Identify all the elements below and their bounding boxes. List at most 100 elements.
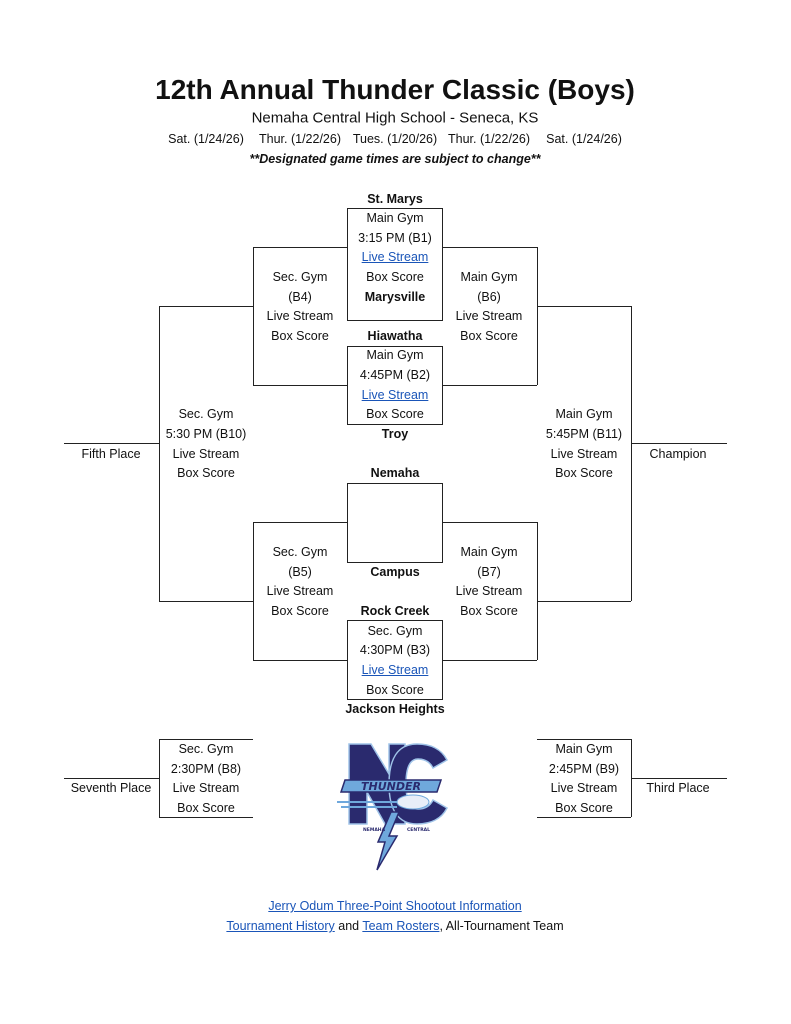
- b7-gym: Main Gym: [460, 545, 518, 559]
- b1-box-score: Box Score: [366, 270, 424, 284]
- bracket-line: [537, 601, 631, 602]
- game-box-nemaha: [347, 483, 443, 563]
- bracket-line: [537, 522, 538, 660]
- bracket-line: [159, 817, 253, 818]
- b4-live-stream: Live Stream: [266, 309, 334, 323]
- bracket-line: [631, 778, 727, 779]
- date-round-4-right: Sat. (1/24/26): [546, 132, 622, 146]
- team-jackson-heights: Jackson Heights: [345, 702, 445, 716]
- b1-time: 3:15 PM (B1): [358, 231, 432, 245]
- b4-time: (B4): [288, 290, 312, 304]
- bracket-line: [253, 385, 347, 386]
- b2-gym: Main Gym: [366, 348, 424, 362]
- team-rock-creek: Rock Creek: [360, 604, 430, 618]
- fifth-place-label: Fifth Place: [81, 447, 141, 461]
- game-box-b1: [347, 208, 443, 321]
- b7-time: (B7): [477, 565, 501, 579]
- bracket-line: [442, 385, 537, 386]
- bracket-line: [631, 443, 727, 444]
- b11-box-score: Box Score: [555, 466, 613, 480]
- date-round-2-left: Thur. (1/22/26): [259, 132, 341, 146]
- bracket-line: [253, 660, 347, 661]
- seventh-place-label: Seventh Place: [70, 781, 152, 795]
- b8-time: 2:30PM (B8): [170, 762, 242, 776]
- team-marysville: Marysville: [364, 290, 426, 304]
- and-text: and: [338, 919, 360, 933]
- b6-box-score: Box Score: [460, 329, 518, 343]
- svg-text:CENTRAL: CENTRAL: [407, 827, 430, 833]
- b5-gym: Sec. Gym: [272, 545, 328, 559]
- bracket-line: [253, 247, 254, 385]
- date-round-2-right: Thur. (1/22/26): [448, 132, 530, 146]
- b6-gym: Main Gym: [460, 270, 518, 284]
- b10-gym: Sec. Gym: [178, 407, 234, 421]
- b3-gym: Sec. Gym: [367, 624, 423, 638]
- bracket-line: [159, 306, 160, 601]
- team-campus: Campus: [370, 565, 420, 579]
- b8-box-score: Box Score: [177, 801, 235, 815]
- b9-box-score: Box Score: [555, 801, 613, 815]
- date-round-4-left: Sat. (1/24/26): [168, 132, 244, 146]
- b6-time: (B6): [477, 290, 501, 304]
- b11-gym: Main Gym: [555, 407, 613, 421]
- b3-box-score: Box Score: [366, 683, 424, 697]
- third-place-label: Third Place: [646, 781, 710, 795]
- bracket-line: [64, 443, 159, 444]
- b6-live-stream: Live Stream: [455, 309, 523, 323]
- bracket-line: [253, 522, 254, 660]
- b3-time: 4:30PM (B3): [359, 643, 431, 657]
- b10-live-stream: Live Stream: [172, 447, 240, 461]
- b7-live-stream: Live Stream: [455, 584, 523, 598]
- bracket-line: [253, 522, 347, 523]
- b7-box-score: Box Score: [460, 604, 518, 618]
- footer-links-line: Tournament History and Team Rosters, All…: [226, 919, 563, 933]
- bracket-line: [159, 739, 160, 817]
- bracket-line: [442, 247, 537, 248]
- bracket-line: [64, 778, 159, 779]
- b3-live-stream-link[interactable]: Live Stream: [361, 663, 429, 677]
- bracket-line: [159, 739, 253, 740]
- b4-gym: Sec. Gym: [272, 270, 328, 284]
- all-tournament-team-text: , All-Tournament Team: [439, 919, 564, 933]
- b2-time: 4:45PM (B2): [359, 368, 431, 382]
- b1-live-stream-link[interactable]: Live Stream: [361, 250, 429, 264]
- bracket-line: [537, 247, 538, 385]
- b2-box-score: Box Score: [366, 407, 424, 421]
- date-round-1: Tues. (1/20/26): [352, 132, 438, 146]
- b5-live-stream: Live Stream: [266, 584, 334, 598]
- nemaha-central-thunder-logo: THUNDER NEMAHA CENTRAL: [337, 743, 448, 871]
- svg-text:NEMAHA: NEMAHA: [363, 827, 386, 833]
- b5-time: (B5): [288, 565, 312, 579]
- b10-box-score: Box Score: [177, 466, 235, 480]
- tournament-history-link[interactable]: Tournament History: [226, 919, 335, 933]
- bracket-line: [537, 739, 631, 740]
- bracket-line: [631, 306, 632, 601]
- page-title: 12th Annual Thunder Classic (Boys): [155, 74, 635, 105]
- bracket-line: [537, 306, 631, 307]
- b11-live-stream: Live Stream: [550, 447, 618, 461]
- bracket-line: [159, 306, 253, 307]
- team-troy: Troy: [381, 427, 409, 441]
- bracket-line: [442, 522, 537, 523]
- b10-time: 5:30 PM (B10): [165, 427, 247, 441]
- subtitle: Nemaha Central High School - Seneca, KS: [251, 109, 539, 127]
- team-nemaha: Nemaha: [370, 466, 420, 480]
- bracket-line: [159, 601, 253, 602]
- bracket-line: [253, 247, 347, 248]
- b9-gym: Main Gym: [555, 742, 613, 756]
- team-rosters-link[interactable]: Team Rosters: [362, 919, 440, 933]
- b8-gym: Sec. Gym: [178, 742, 234, 756]
- b1-gym: Main Gym: [366, 211, 424, 225]
- shootout-info-link[interactable]: Jerry Odum Three-Point Shootout Informat…: [268, 899, 522, 913]
- b11-time: 5:45PM (B11): [545, 427, 623, 441]
- team-st-marys: St. Marys: [367, 192, 423, 206]
- time-change-note: **Designated game times are subject to c…: [249, 152, 541, 166]
- b5-box-score: Box Score: [271, 604, 329, 618]
- champion-label: Champion: [649, 447, 707, 461]
- team-hiawatha: Hiawatha: [367, 329, 423, 343]
- bracket-line: [537, 817, 631, 818]
- b9-time: 2:45PM (B9): [548, 762, 620, 776]
- b8-live-stream: Live Stream: [172, 781, 240, 795]
- b2-live-stream-link[interactable]: Live Stream: [361, 388, 429, 402]
